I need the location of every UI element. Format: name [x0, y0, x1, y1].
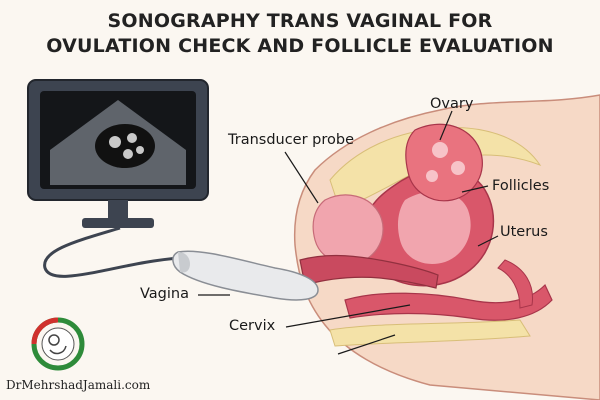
follicle [432, 142, 448, 158]
leader-cervix [285, 304, 411, 328]
uterus-inner [397, 191, 471, 264]
fat-layer [329, 127, 542, 211]
label-follicles: Follicles [492, 178, 550, 194]
website-credit[interactable]: DrMehrshadJamali.com [6, 378, 151, 392]
vaginal-canal [299, 254, 439, 289]
follicle [426, 170, 438, 182]
leader-lower [337, 334, 396, 355]
label-cervix: Cervix [229, 318, 276, 334]
transducer-probe-icon [172, 250, 319, 301]
label-transducer-probe: Transducer probe [228, 132, 355, 148]
follicle [451, 161, 465, 175]
label-ovary: Ovary [430, 96, 474, 112]
page-title-line2: OVULATION CHECK AND FOLLICLE EVALUATION [46, 35, 554, 57]
label-vagina: Vagina [140, 286, 189, 302]
uterus-right-edge [497, 259, 534, 309]
probe-cable [43, 226, 181, 278]
leader-follicles [461, 185, 489, 193]
page-title-line1: SONOGRAPHY TRANS VAGINAL FOR [107, 10, 493, 32]
ovary-shape [405, 123, 483, 202]
leader-ovary [439, 110, 453, 141]
leader-uterus [477, 235, 499, 247]
clinic-logo-icon [31, 317, 85, 371]
leader-transducer [284, 151, 319, 204]
rectum-shape [344, 283, 553, 321]
bladder-shape [312, 194, 384, 265]
ultrasound-monitor-icon [27, 79, 209, 228]
label-uterus: Uterus [500, 224, 548, 240]
